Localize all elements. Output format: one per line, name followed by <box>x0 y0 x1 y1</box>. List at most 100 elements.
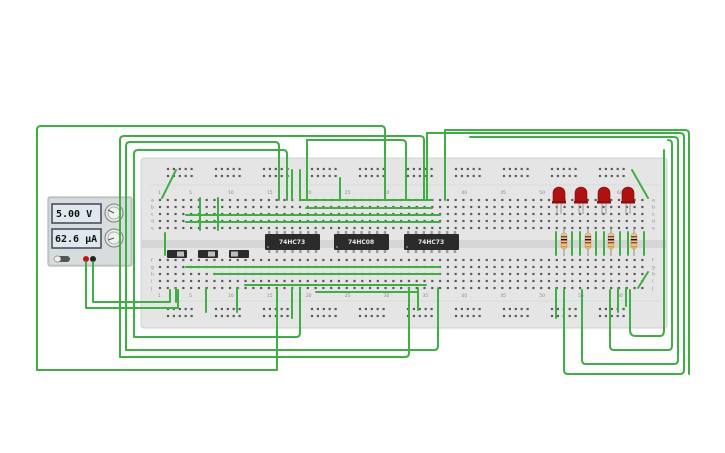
breadboard-hole <box>594 272 597 276</box>
slide-switches[interactable] <box>167 250 249 258</box>
breadboard-hole <box>228 226 232 230</box>
breadboard-hole <box>364 167 367 171</box>
breadboard-hole <box>252 258 255 262</box>
ic-chip[interactable]: 74HC73 <box>265 231 320 253</box>
breadboard-hole <box>298 205 302 209</box>
row-letter: a <box>151 199 154 204</box>
breadboard-hole <box>446 198 449 202</box>
breadboard-hole <box>438 279 442 283</box>
breadboard-hole <box>641 212 644 216</box>
breadboard-hole <box>415 226 418 230</box>
breadboard-hole <box>594 258 597 262</box>
breadboard-hole <box>579 279 582 283</box>
column-number: 40 <box>461 190 467 196</box>
wires[interactable] <box>36 125 690 375</box>
breadboard-hole <box>493 286 496 290</box>
breadboard-hole <box>376 258 379 262</box>
breadboard-hole <box>166 272 169 276</box>
breadboard-hole <box>610 198 613 202</box>
slide-switch[interactable] <box>229 250 249 258</box>
led[interactable] <box>552 186 566 214</box>
breadboard-hole <box>460 167 463 171</box>
negative-terminal[interactable] <box>90 256 96 262</box>
breadboard-hole <box>182 279 185 283</box>
slide-switch[interactable] <box>198 250 218 258</box>
breadboard-hole <box>602 212 605 216</box>
breadboard-hole <box>238 314 241 318</box>
breadboard-hole <box>502 167 506 171</box>
breadboard-hole <box>571 265 574 269</box>
breadboard-hole <box>275 198 278 202</box>
breadboard-hole <box>571 212 574 216</box>
resistor[interactable] <box>584 228 592 256</box>
voltage-knob[interactable] <box>104 203 124 223</box>
resistor[interactable] <box>607 228 615 256</box>
breadboard-hole <box>364 307 367 311</box>
breadboard-hole <box>470 219 473 223</box>
breadboard-hole <box>283 205 286 209</box>
breadboard-hole <box>509 219 512 223</box>
breadboard-hole <box>438 286 442 290</box>
breadboard-hole <box>370 174 373 178</box>
positive-terminal[interactable] <box>83 256 89 262</box>
breadboard-hole <box>520 174 523 178</box>
ic-chip[interactable]: 74HC73 <box>404 231 459 253</box>
power-switch[interactable] <box>53 255 70 263</box>
breadboard-hole <box>392 226 395 230</box>
breadboard-hole <box>571 219 574 223</box>
breadboard-hole <box>182 272 185 276</box>
resistor[interactable] <box>630 228 638 256</box>
breadboard-hole <box>493 198 496 202</box>
breadboard-hole <box>376 226 379 230</box>
breadboard-hole <box>556 174 559 178</box>
breadboard-hole <box>353 226 356 230</box>
resistors <box>560 228 638 256</box>
breadboard-hole <box>610 272 613 276</box>
ic-chip[interactable]: 74HC08 <box>334 231 389 253</box>
breadboard-hole <box>586 279 589 283</box>
led[interactable] <box>597 186 611 214</box>
breadboard-hole <box>368 226 372 230</box>
breadboard-hole <box>182 205 185 209</box>
row-letter: g <box>151 266 154 271</box>
breadboard-hole <box>514 174 517 178</box>
breadboard-hole <box>213 258 216 262</box>
breadboard-hole <box>526 307 529 311</box>
breadboard-hole <box>190 258 193 262</box>
slide-switch[interactable] <box>167 250 187 258</box>
breadboard-hole <box>540 226 543 230</box>
breadboard-hole <box>454 258 457 262</box>
breadboard-hole <box>358 174 362 178</box>
led[interactable] <box>621 186 635 214</box>
breadboard-hole <box>616 174 619 178</box>
power-supply[interactable]: 5.00 V 62.6 µA <box>47 196 133 267</box>
breadboard-hole <box>446 272 449 276</box>
breadboard-hole <box>571 226 574 230</box>
breadboard-hole <box>454 286 457 290</box>
resistor[interactable] <box>560 228 568 256</box>
column-number: 35 <box>423 293 429 299</box>
breadboard-hole <box>286 307 289 311</box>
breadboard-hole <box>166 219 169 223</box>
breadboard-hole <box>466 174 469 178</box>
breadboard-hole <box>298 258 302 262</box>
breadboard-hole <box>322 279 325 283</box>
breadboard-hole <box>283 286 286 290</box>
breadboard-hole <box>477 212 481 216</box>
breadboard-hole <box>382 167 385 171</box>
breadboard-hole <box>423 226 426 230</box>
breadboard-hole <box>446 219 449 223</box>
led[interactable] <box>574 186 588 214</box>
breadboard-hole <box>501 226 504 230</box>
breadboard-hole <box>493 219 496 223</box>
breadboard-hole <box>540 286 543 290</box>
breadboard-hole <box>454 205 457 209</box>
breadboard-hole <box>376 167 379 171</box>
breadboard-hole <box>477 258 481 262</box>
breadboard-hole <box>550 174 554 178</box>
breadboard-hole <box>462 226 465 230</box>
breadboard-hole <box>501 205 504 209</box>
row-letter: c <box>652 213 655 218</box>
breadboard-hole <box>633 279 636 283</box>
